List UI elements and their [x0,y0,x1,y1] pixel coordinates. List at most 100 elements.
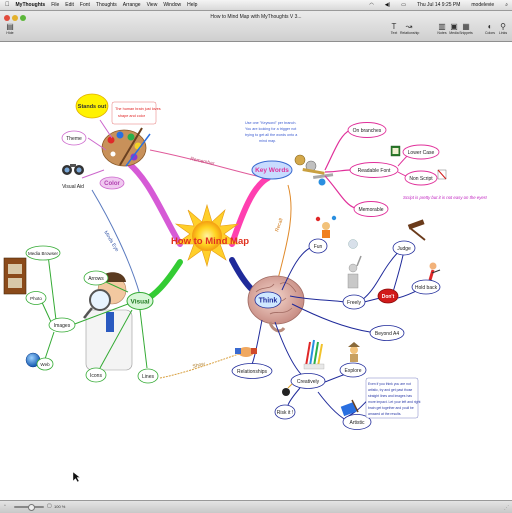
creatively-node[interactable]: Creatively [290,373,326,389]
arrows-node[interactable]: Arrows [83,270,109,286]
artistic-label: Artistic [350,420,366,426]
lower-case-node[interactable]: Lower Case [402,144,440,160]
freely-node[interactable]: Freely [342,294,366,310]
resize-grip-icon[interactable]: ⋰ [504,505,509,511]
explore-node[interactable]: Explore [339,362,367,378]
connector-arrows [105,281,129,293]
mind-map-canvas[interactable]: Remember Recall Minds Eye Show How to Mi… [0,42,512,500]
menu-window[interactable]: Window [158,2,181,8]
media-tool-button[interactable]: ▣Media [446,22,462,35]
keywords-note[interactable]: Use one "Keyword" per branch. You are lo… [245,121,298,143]
menu-thoughts[interactable]: Thoughts [91,2,117,8]
icons-node[interactable]: Icons [85,367,107,383]
central-topic-label: How to Mind Map [171,236,249,247]
artistic-note-line-2: artistic, try and get past those [368,388,412,392]
binoculars-icon [62,164,84,175]
user-name[interactable]: modelevie [471,2,495,8]
zoom-out-icon[interactable]: ▫ [4,503,6,509]
colors-label: Colors [484,31,496,35]
connector-risk-it [287,387,301,406]
keywords-node[interactable]: Key Words [251,160,293,180]
menu-arrange[interactable]: Arrange [118,2,141,8]
menu-edit[interactable]: Edit [60,2,74,8]
notes-label: Notes [437,31,447,35]
wifi-icon[interactable]: ◠ [369,2,374,8]
close-window-button[interactable] [4,15,10,21]
link-show [159,351,246,379]
menu-view[interactable]: View [142,2,158,8]
apple-menu[interactable]:  [5,2,10,8]
visual-aid-node[interactable]: Visual Aid [62,164,84,190]
hold-back-node[interactable]: Hold back [411,279,441,295]
paint-icon [340,399,359,417]
artistic-note[interactable]: Even if you think you are not artistic, … [365,377,420,419]
relationships-node[interactable]: Relationships [231,347,273,379]
gavel-icon [407,219,426,241]
zoom-window-button[interactable] [20,15,26,21]
think-node[interactable]: Think [254,291,282,309]
relationship-tool-button[interactable]: ↝Relationship [400,22,419,35]
mouse-cursor-icon [72,471,81,483]
lower-case-label: Lower Case [408,150,435,156]
risk-it-label: Risk it ! [277,410,293,416]
statue-icon [347,239,362,289]
app-menu[interactable]: MyThoughts [11,2,46,8]
menu-file[interactable]: File [46,2,59,8]
color-note-line-2: shape and color [118,114,146,118]
non-script-node[interactable]: Non Script [404,170,438,186]
colors-tool-button[interactable]: ◐Colors [482,22,498,35]
clock[interactable]: Thu Jul 14 9:25 PM [417,2,461,8]
link-show-label[interactable]: Show [192,361,206,370]
judge-label: Judge [397,246,411,252]
visual-node[interactable]: Visual [126,292,154,310]
dont-node[interactable]: Don't [377,288,399,304]
artistic-node[interactable]: Artistic [342,414,372,430]
judge-node[interactable]: Judge [392,240,416,256]
font-book-icon [390,145,401,157]
volume-icon[interactable]: ◀) [384,2,391,8]
readable-font-node[interactable]: Readable Font [349,162,399,178]
spotlight-icon[interactable]: ⌕ [505,2,508,8]
risk-it-node[interactable]: Risk it ! [274,383,296,420]
menu-help[interactable]: Help [182,2,197,8]
connector-freely-dont [363,297,381,303]
stands-out-node[interactable]: Stands out [75,93,109,119]
notes-tool-button[interactable]: ▥Notes [434,22,450,35]
colors-icon: ◐ [487,22,493,31]
memorable-node[interactable]: Memorable [353,201,389,217]
link-minds-eye-label[interactable]: Minds Eye [102,230,120,253]
media-browser-node[interactable]: Media Browser [25,245,61,261]
central-topic[interactable]: How to Mind Map [171,203,249,268]
fun-node[interactable]: Fun [308,215,337,254]
images-node[interactable]: Images [48,317,76,333]
branch-keywords [229,175,271,247]
lines-node[interactable]: Lines [137,368,159,384]
photo-node[interactable]: Photo [25,291,47,305]
script-note[interactable]: Script is pretty but it is not easy on t… [403,195,488,200]
link-minds-eye [91,189,141,296]
link-remember-label[interactable]: Remember [190,156,216,167]
battery-icon[interactable]: ▭ [401,2,407,8]
connector-freely [289,295,346,303]
connector-visual-aid [81,169,105,179]
on-branches-node[interactable]: On branches [347,122,387,138]
zoom-level[interactable]: 100 % [54,504,66,509]
hide-toolbar-button[interactable]: ▤Hide [2,22,18,35]
minimize-window-button[interactable] [12,15,18,21]
web-node[interactable]: Web [36,357,54,371]
zoom-in-icon[interactable]: ▢ [47,503,52,509]
color-note-line-1: The human brain just loves [115,107,161,111]
link-recall-label[interactable]: Recall [274,218,284,233]
explore-label: Explore [345,368,362,374]
beyond-a4-node[interactable]: Beyond A4 [369,325,405,341]
color-note[interactable]: The human brain just loves shape and col… [111,101,161,125]
links-tool-button[interactable]: ⚲Links [495,22,511,35]
zoom-slider-knob[interactable] [28,504,35,511]
theme-node[interactable]: Theme [61,130,87,146]
color-node[interactable]: Color [99,127,151,190]
juggler-icon [315,215,337,238]
menu-font[interactable]: Font [75,2,90,8]
snippets-tool-button[interactable]: ▦Snippets [458,22,474,35]
stands-out-label: Stands out [78,104,107,110]
